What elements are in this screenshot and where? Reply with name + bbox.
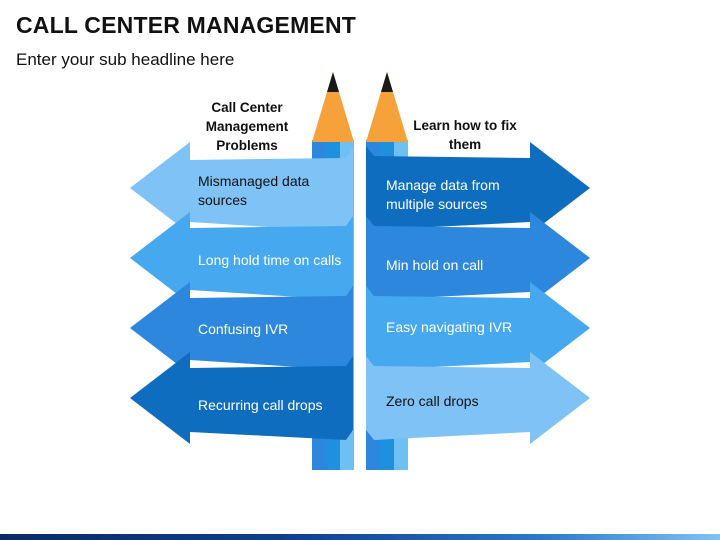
- right-arrow-2: [366, 212, 590, 304]
- solution-label-1: Manage data from multiple sources: [386, 177, 500, 212]
- problem-label-1: Mismanaged data sources: [198, 173, 310, 208]
- left-arrow-3: [130, 282, 353, 374]
- right-arrow-1: [366, 142, 590, 234]
- page-subtitle: Enter your sub headline here: [16, 50, 235, 69]
- left-arrow-1: [130, 142, 353, 234]
- right-arrow-4: [366, 352, 590, 444]
- problem-label-4: Recurring call drops: [198, 397, 323, 413]
- right-arrow-3: [366, 282, 590, 374]
- left-arrow-4: [130, 352, 353, 444]
- solution-label-4: Zero call drops: [386, 393, 479, 409]
- page-title: CALL CENTER MANAGEMENT: [16, 12, 357, 38]
- left-column-heading: Call Center Management Problems: [205, 100, 289, 153]
- solution-label-3: Easy navigating IVR: [386, 319, 513, 335]
- problem-label-3: Confusing IVR: [198, 321, 289, 337]
- right-column-heading: Learn how to fix them: [413, 118, 517, 152]
- footer-bar: [0, 534, 720, 540]
- problem-label-2: Long hold time on calls: [198, 252, 342, 268]
- solution-label-2: Min hold on call: [386, 257, 484, 273]
- left-arrow-2: [130, 212, 353, 304]
